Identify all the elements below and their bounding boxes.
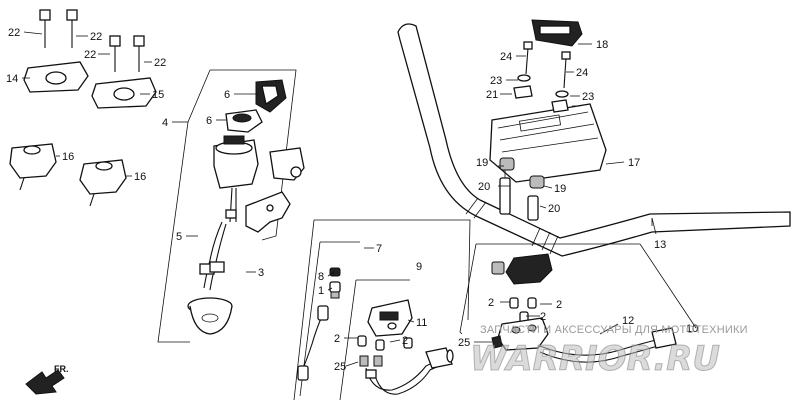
lower-holder-16b — [79, 159, 127, 207]
label-20: 20 — [548, 203, 560, 215]
label-2: 2 — [402, 335, 408, 347]
lower-holder-16a — [9, 143, 57, 191]
label-22: 22 — [84, 49, 96, 61]
front-direction-arrow: FR. — [25, 364, 69, 395]
label-22: 22 — [90, 31, 102, 43]
leader-lines — [22, 31, 657, 367]
upper-holder-14 — [23, 61, 89, 93]
watermark-caption: ЗАПЧАСТИ И АКСЕССУАРЫ ДЛЯ МОТОТЕХНИКИ — [480, 324, 748, 336]
left-harness — [365, 347, 454, 395]
label-18: 18 — [596, 39, 608, 51]
label-12: 12 — [622, 315, 634, 327]
upper-holder-15 — [91, 77, 157, 109]
label-23: 23 — [490, 75, 502, 87]
right-switch-body — [491, 253, 553, 285]
label-22: 22 — [154, 57, 166, 69]
ignition-key-cover — [255, 79, 287, 113]
right-switch-lower — [491, 317, 549, 351]
label-22: 22 — [8, 27, 20, 39]
label-8: 8 — [318, 271, 324, 283]
label-6: 6 — [206, 115, 212, 127]
right-switch-box — [459, 243, 697, 335]
label-16: 16 — [134, 171, 146, 183]
label-25: 25 — [458, 337, 470, 349]
rubber-mounts — [499, 157, 545, 221]
part-labels: 22 22 22 22 14 15 16 16 6 6 4 5 3 7 8 1 … — [6, 27, 698, 373]
label-1: 1 — [318, 285, 324, 297]
label-16: 16 — [62, 151, 74, 163]
label-15: 15 — [152, 89, 164, 101]
label-2: 2 — [488, 297, 494, 309]
meter-housing — [489, 103, 607, 183]
handlebar — [397, 23, 791, 257]
label-7: 7 — [376, 243, 382, 255]
label-21: 21 — [486, 89, 498, 101]
ignition-bottom-cover — [187, 297, 233, 335]
label-4: 4 — [162, 117, 168, 129]
top-bracket — [531, 19, 583, 47]
ignition-switch — [213, 135, 259, 223]
label-24: 24 — [500, 51, 512, 63]
ignition-harness — [199, 221, 227, 291]
label-10: 10 — [686, 323, 698, 335]
watermark-logo: WARRIOR.RU — [470, 339, 720, 379]
right-harness — [539, 327, 677, 363]
label-2-right-lower: 2 — [540, 311, 546, 323]
label-6: 6 — [224, 89, 230, 101]
label-19: 19 — [554, 183, 566, 195]
label-5: 5 — [176, 231, 182, 243]
ignition-cap — [225, 109, 263, 133]
label-11: 11 — [416, 317, 427, 329]
label-2-right: 2 — [556, 299, 562, 311]
label-14: 14 — [6, 73, 18, 85]
label-24: 24 — [576, 67, 588, 79]
watermark: ЗАПЧАСТИ И АКСЕССУАРЫ ДЛЯ МОТОТЕХНИКИ WA… — [470, 324, 748, 380]
washers-nuts — [513, 74, 569, 113]
label-13: 13 — [654, 239, 666, 251]
left-switch-body — [367, 299, 413, 337]
label-25: 25 — [334, 361, 346, 373]
label-9: 9 — [416, 261, 422, 273]
label-17: 17 — [628, 157, 640, 169]
label-3: 3 — [258, 267, 264, 279]
ignition-bracket — [245, 147, 305, 233]
label-19: 19 — [476, 157, 488, 169]
label-20: 20 — [478, 181, 490, 193]
choke-cable — [297, 305, 329, 381]
front-direction-label: FR. — [54, 364, 69, 374]
left-switch-screws — [357, 335, 413, 367]
label-2: 2 — [334, 333, 340, 345]
switch-screws — [329, 267, 341, 299]
holder-bolts-22 — [39, 9, 145, 72]
right-switch-screws — [509, 297, 537, 323]
bolts-24 — [523, 41, 571, 89]
label-23: 23 — [582, 91, 594, 103]
